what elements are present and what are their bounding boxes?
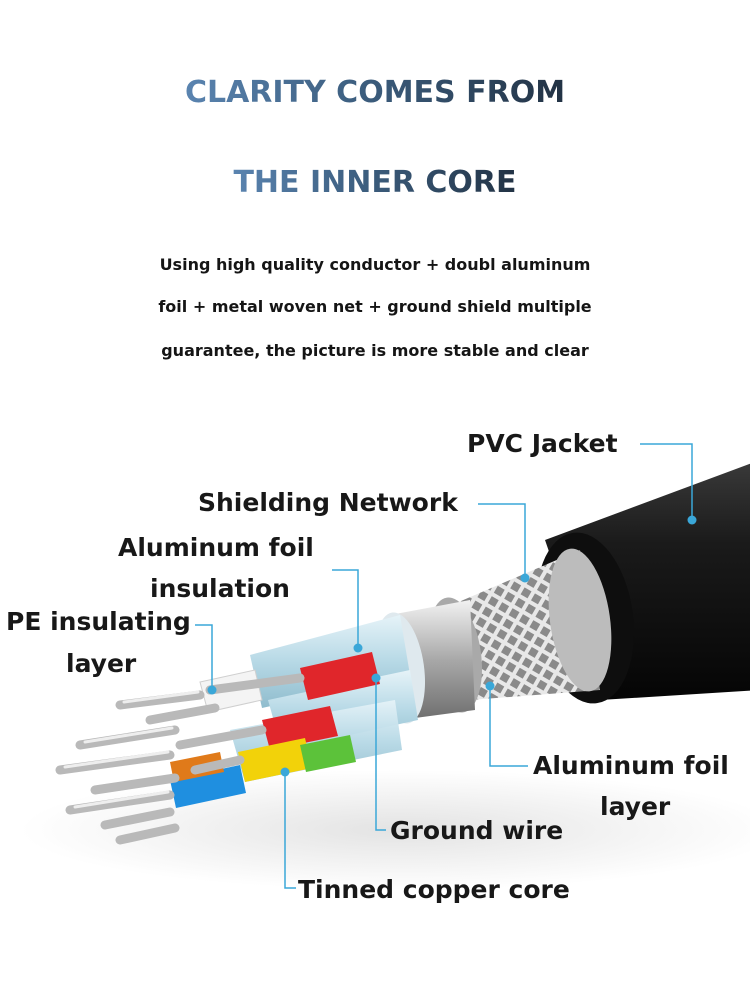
callout-dots	[207, 515, 697, 777]
label-tinned-copper-core: Tinned copper core	[298, 875, 570, 904]
subheadline-line-2: foil + metal woven net + ground shield m…	[158, 297, 592, 316]
label-aluminum-foil-insulation-line-1: Aluminum foil	[118, 533, 314, 562]
subheadline-line-3: guarantee, the picture is more stable an…	[161, 341, 589, 360]
headline-line-2: THE INNER CORE	[233, 165, 517, 200]
label-pe-insulating-line-1: PE insulating	[6, 607, 191, 636]
label-aluminum-foil-layer-line-2: layer	[600, 792, 671, 821]
label-pe-insulating-line-2: layer	[66, 649, 137, 678]
label-aluminum-foil-layer-line-1: Aluminum foil	[533, 751, 729, 780]
label-pvc-jacket: PVC Jacket	[467, 429, 618, 458]
colored-conductors	[170, 652, 380, 808]
tinned-copper-strands	[55, 673, 305, 845]
headline-line-1: CLARITY COMES FROM	[184, 75, 566, 110]
callout-lines	[195, 443, 693, 889]
label-aluminum-foil-insulation-line-2: insulation	[150, 574, 290, 603]
cable-cross-section-illustration	[20, 443, 750, 890]
subheadline-line-1: Using high quality conductor + doubl alu…	[159, 255, 591, 274]
label-ground-wire: Ground wire	[390, 816, 564, 845]
label-shielding-network: Shielding Network	[198, 488, 458, 517]
